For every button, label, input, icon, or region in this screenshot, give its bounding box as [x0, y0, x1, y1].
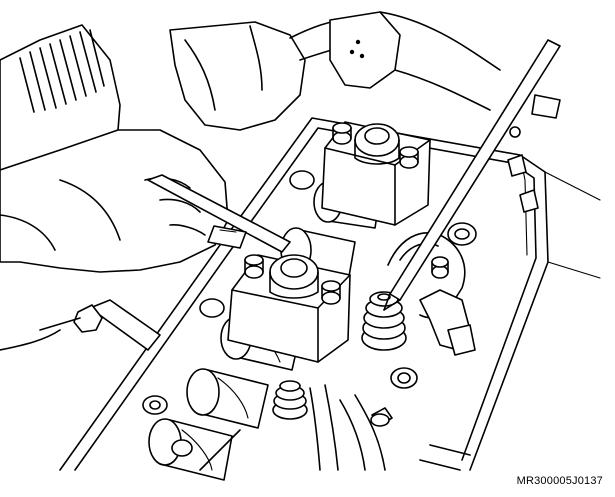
figure-reference-code: MR300005J0137	[516, 475, 603, 487]
valve-port-area	[309, 232, 476, 471]
valve-spring-tool	[383, 39, 561, 311]
left-hand-fingers	[0, 129, 229, 273]
lower-bearing-cap	[227, 254, 351, 363]
feeler-gauge	[147, 174, 291, 253]
valve-springs	[142, 170, 477, 457]
head-lower-left-edge	[0, 329, 471, 471]
side-bolt	[39, 299, 161, 351]
right-hand-sleeve	[169, 11, 501, 131]
cylinder-head-casing	[59, 94, 601, 471]
left-arm-sleeve	[0, 24, 121, 176]
upper-bearing-cap	[321, 121, 431, 226]
